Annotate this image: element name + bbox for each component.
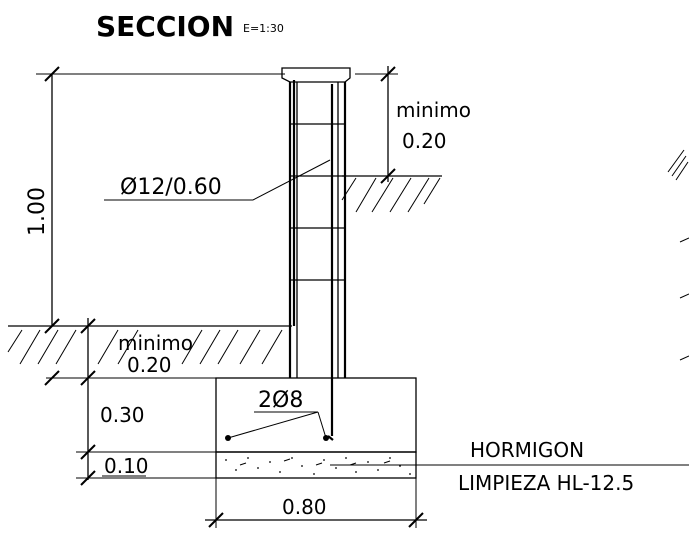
lean-depth-label: 0.10	[104, 454, 149, 478]
bottom-bars-label: 2Ø8	[258, 388, 303, 413]
material-line-2: LIMPIEZA HL-12.5	[458, 471, 634, 495]
overall-height-dimension: 1.00	[25, 66, 285, 334]
footing-width-dimension: 0.80	[205, 478, 427, 528]
top-minimum-dimension: minimo 0.20	[355, 66, 471, 184]
material-line-1: HORMIGON	[470, 438, 584, 462]
rebar-dot-left	[225, 435, 231, 441]
concrete-post	[281, 67, 351, 378]
left-ground-line	[7, 325, 292, 365]
rebar-dot-right	[323, 435, 329, 441]
main-rebar	[292, 80, 334, 441]
material-callout: HORMIGON LIMPIEZA HL-12.5	[330, 438, 689, 495]
drawing-title: SECCION	[96, 10, 234, 43]
bottom-minimum-value: 0.20	[127, 353, 172, 377]
footing: 2Ø8	[215, 377, 417, 453]
top-minimum-value: 0.20	[402, 129, 447, 153]
bottom-minimum-word: minimo	[118, 331, 193, 355]
stirrup-spec-label: Ø12/0.60	[120, 175, 222, 200]
right-ground-line	[341, 175, 442, 213]
lower-dimensions: minimo 0.20 0.30 0.10	[44, 318, 216, 486]
adjacent-drawing-fragment	[667, 149, 689, 361]
footing-width-label: 0.80	[282, 495, 327, 519]
overall-height-label: 1.00	[25, 187, 50, 236]
top-minimum-word: minimo	[396, 98, 471, 122]
footing-depth-label: 0.30	[100, 403, 145, 427]
drawing-scale: E=1:30	[243, 22, 284, 35]
stirrup-spec-callout: Ø12/0.60	[104, 159, 331, 201]
